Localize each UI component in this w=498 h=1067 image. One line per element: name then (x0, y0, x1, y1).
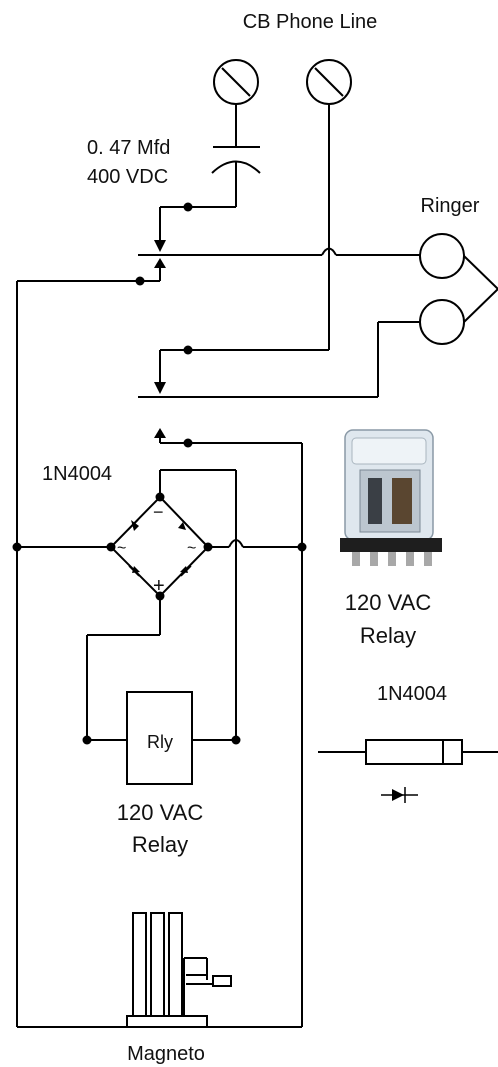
capacitor-symbol (211, 104, 261, 207)
diode-component (318, 739, 498, 765)
bridge-label: 1N4004 (42, 463, 112, 485)
relay-label-line2: Relay (132, 832, 188, 857)
bridge-plus: + (153, 575, 165, 597)
capacitor-value: 0. 47 Mfd (87, 137, 170, 159)
ringer-symbol (377, 233, 498, 397)
bridge-ac-right: ~ (187, 540, 196, 557)
bridge-node-bottom (155, 591, 165, 601)
ac-line (17, 539, 302, 548)
diode-label: 1N4004 (377, 683, 447, 705)
relay-node-right (231, 735, 241, 745)
magneto-symbol (17, 912, 302, 1028)
magneto-label: Magneto (127, 1043, 205, 1065)
relay-photo (340, 429, 442, 566)
photo-label-line1: 120 VAC (345, 590, 432, 615)
relay-contact-lower (138, 345, 378, 1027)
relay-node-left (82, 735, 92, 745)
diode-symbol-icon (381, 787, 418, 803)
phone-terminal-right (306, 59, 352, 105)
relay-coil (87, 691, 236, 785)
relay-box-label: Rly (147, 732, 173, 752)
ringer-label: Ringer (421, 195, 480, 217)
relay-label-line1: 120 VAC (117, 800, 204, 825)
capacitor-voltage: 400 VDC (87, 166, 168, 188)
junction-right (297, 542, 307, 552)
diagram-title: CB Phone Line (243, 11, 378, 33)
photo-label-line2: Relay (360, 623, 416, 648)
bridge-minus: − (153, 502, 164, 522)
relay-contact-upper (17, 202, 420, 286)
phone-terminal-left (213, 59, 259, 105)
bridge-rectifier (86, 469, 237, 740)
bridge-node-top (155, 492, 165, 502)
bridge-ac-left: ~ (117, 540, 126, 557)
